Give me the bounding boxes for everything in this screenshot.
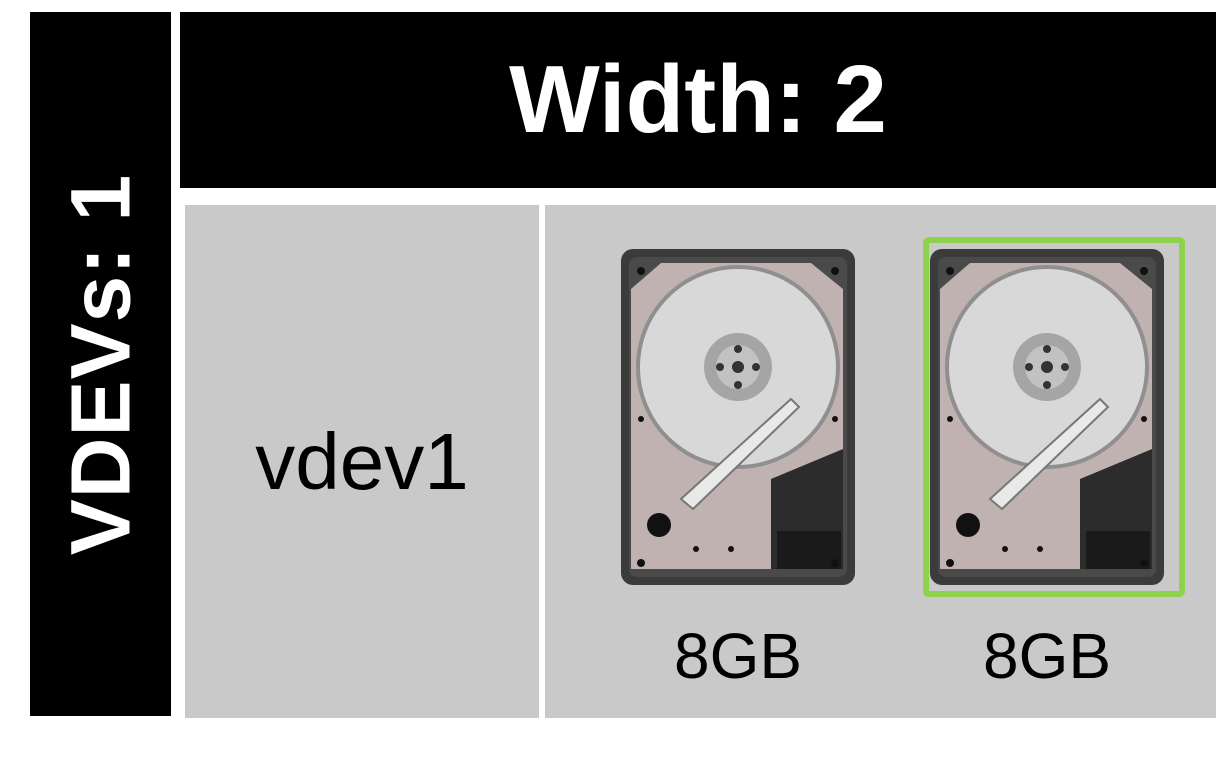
vdev-name-cell: vdev1 (185, 205, 539, 718)
width-label: Width: 2 (509, 46, 887, 153)
hard-drive-icon (621, 249, 855, 585)
disk-2[interactable]: 8GB (923, 237, 1185, 709)
disk-1[interactable]: 8GB (621, 249, 855, 709)
disk-size: 8GB (673, 620, 803, 692)
vdevs-count-label: VDEVs: 1 (53, 173, 147, 555)
disk-size: 8GB (982, 620, 1112, 692)
vdevs-count-bar: VDEVs: 1 (30, 12, 171, 716)
vdev-name: vdev1 (255, 416, 469, 506)
vdev-disks-cell: 8GB 8G (545, 205, 1216, 718)
selected-disk-highlight (923, 237, 1185, 597)
width-header: Width: 2 (180, 12, 1216, 188)
hard-drive-icon (930, 249, 1164, 585)
